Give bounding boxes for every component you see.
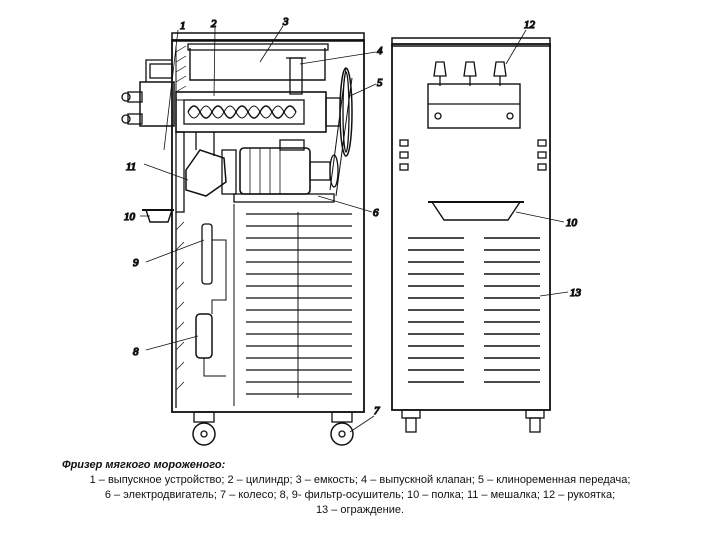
wheel-left: [192, 411, 216, 446]
caption-title: Фризер мягкого мороженого:: [62, 459, 226, 471]
filter-drier-8: [195, 313, 213, 359]
section-view: [121, 32, 365, 446]
caption-line-3: 13 – ограждение.: [315, 504, 405, 516]
caption-line-1: 1 – выпускное устройство; 2 – цилиндр; 3…: [89, 474, 631, 486]
filter-drier-9: [201, 223, 213, 285]
leader-lines: [140, 25, 569, 433]
louvres-right: [408, 237, 540, 383]
wheel-right: [330, 411, 354, 446]
label-10-left: 10: [124, 211, 136, 223]
handle-1: [433, 61, 447, 86]
freezer-diagram: 1 2 3 4 5 6 7 8 9 10 10 11 12 13: [121, 15, 582, 446]
label-8: 8: [133, 346, 139, 358]
label-7: 7: [374, 405, 380, 417]
label-9: 9: [133, 257, 139, 269]
outlet-device: [139, 81, 175, 127]
label-6: 6: [373, 207, 379, 219]
label-11: 11: [126, 161, 136, 173]
handle-2: [463, 61, 477, 86]
label-12: 12: [524, 19, 536, 31]
auger: [187, 105, 297, 119]
shelf-right: [430, 201, 522, 221]
label-1: 1: [180, 20, 186, 32]
label-3: 3: [282, 16, 289, 28]
caster-right: [525, 409, 545, 433]
label-5: 5: [377, 77, 383, 89]
front-view: [391, 37, 551, 433]
label-13: 13: [570, 287, 582, 299]
agitator: [185, 149, 227, 197]
label-10-right: 10: [566, 217, 578, 229]
handle-3: [493, 61, 507, 86]
caster-left: [401, 409, 421, 433]
caption-line-2: 6 – электродвигатель; 7 – колесо; 8, 9- …: [104, 489, 616, 501]
label-4: 4: [377, 45, 383, 57]
label-2: 2: [211, 18, 217, 30]
motor: [239, 147, 311, 195]
louvres-left: [246, 213, 352, 395]
